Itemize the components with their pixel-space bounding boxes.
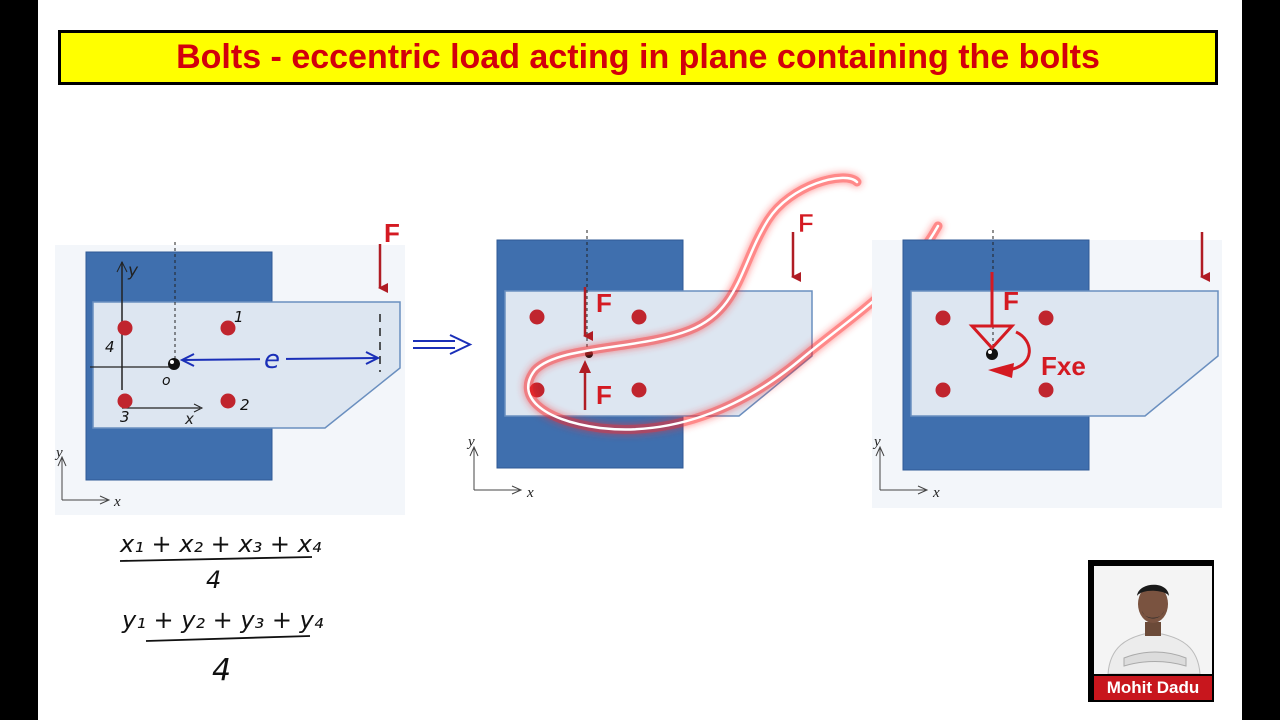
moment-label: Fxe	[1041, 351, 1086, 381]
x-formula-fraction-bar	[119, 556, 313, 562]
global-y-arrowhead-3	[875, 445, 885, 457]
applied-load-label: F	[384, 218, 400, 248]
y-formula-numerator: y₁ + y₂ + y₃ + y₄	[121, 606, 324, 634]
bolt-2-b	[631, 309, 647, 325]
bolt-3	[117, 393, 133, 409]
centroid-highlight-3	[988, 350, 992, 354]
bolt-2-a	[529, 309, 545, 325]
highlight-stroke-core	[527, 176, 940, 431]
presenter-badge: Mohit Dadu	[1088, 560, 1214, 702]
bolt-2-d	[631, 382, 647, 398]
upward-force-label: F	[596, 380, 612, 410]
bolt-3-label: 3	[120, 408, 130, 426]
annotation-force-label: F	[798, 208, 814, 238]
title-banner: Bolts - eccentric load acting in plane c…	[58, 30, 1218, 85]
panel-1: y x 1 2 3 4 o F e y x	[54, 218, 405, 515]
shifted-force-arrowhead	[968, 324, 1016, 351]
y-axis-label: y	[127, 261, 139, 281]
centroid-point	[168, 358, 180, 370]
moment-arc	[1007, 330, 1031, 372]
y-formula-denominator: 4	[212, 653, 231, 688]
global-y-arrowhead-2	[469, 445, 479, 457]
global-y-label-2: y	[466, 434, 475, 450]
global-y-arrowhead	[57, 455, 67, 467]
eccentricity-arrowhead-right	[365, 351, 381, 365]
y-axis-arrowhead	[116, 260, 128, 273]
bracket-plate-3	[910, 290, 1219, 417]
global-y-label-3: y	[872, 434, 881, 450]
bolt-3-a	[935, 310, 951, 326]
global-x-label-2: x	[526, 485, 534, 501]
origin-label: o	[162, 373, 171, 389]
bolt-1-label: 1	[234, 308, 244, 326]
global-x-label-3: x	[932, 485, 940, 501]
panel-3: F Fxe y x	[872, 230, 1222, 508]
centroid-formulas: x₁ + x₂ + x₃ + x₄ 4 y₁ + y₂ + y₃ + y₄ 4	[119, 530, 324, 688]
presenter-photo	[1094, 566, 1212, 674]
bolt-2-label: 2	[240, 396, 250, 414]
shifted-force-label: F	[1003, 286, 1019, 316]
bolt-3-b	[1038, 310, 1054, 326]
global-x-arrowhead-2	[511, 485, 523, 495]
equivalence-arrow-head	[449, 334, 473, 355]
presenter-name: Mohit Dadu	[1094, 676, 1212, 700]
bolt-4	[117, 320, 133, 336]
highlight-annotation: F	[523, 173, 943, 434]
x-axis-arrowhead	[193, 403, 204, 413]
eccentricity-label: e	[264, 345, 280, 375]
bolt-1	[220, 320, 236, 336]
global-y-label: y	[54, 445, 63, 461]
x-formula-denominator: 4	[206, 566, 221, 594]
bracket-plate	[92, 301, 401, 429]
eccentricity-arrowhead-left	[179, 353, 195, 367]
slide-title: Bolts - eccentric load acting in plane c…	[176, 38, 1100, 76]
equivalence-arrow	[413, 334, 473, 355]
eccentricity-label-bg	[260, 346, 286, 370]
downward-force-label: F	[596, 288, 612, 318]
moment-arrowhead	[988, 363, 1014, 378]
global-x-arrowhead	[99, 495, 111, 505]
x-axis-label: x	[184, 410, 194, 428]
bracket-plate-2	[504, 290, 813, 417]
upward-force-arrowhead	[579, 360, 591, 373]
centroid-highlight	[170, 360, 174, 364]
bolt-3-c	[935, 382, 951, 398]
bolt-4-label: 4	[105, 338, 115, 356]
x-formula-numerator: x₁ + x₂ + x₃ + x₄	[119, 530, 322, 558]
y-formula-fraction-bar	[145, 635, 311, 642]
presenter-portrait	[1094, 566, 1212, 674]
global-x-label: x	[113, 494, 121, 510]
bolt-3-d	[1038, 382, 1054, 398]
bolt-2	[220, 393, 236, 409]
global-x-arrowhead-3	[917, 485, 929, 495]
panel-2: F F y x	[466, 230, 813, 501]
